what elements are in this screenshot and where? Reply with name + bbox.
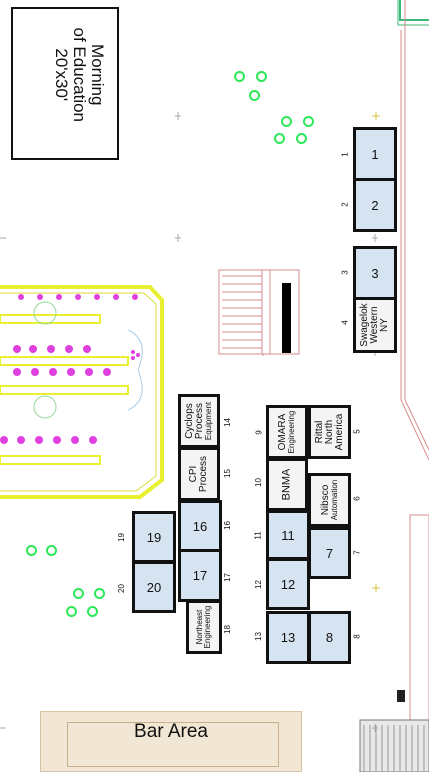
side-number-5: 5 — [352, 429, 362, 434]
bar-area-label: Bar Area — [134, 721, 208, 742]
table-circle — [46, 545, 57, 556]
booth-number: 19 — [146, 529, 162, 545]
booth-number: 11 — [281, 527, 295, 543]
side-number-3: 3 — [340, 270, 350, 275]
booth-13[interactable]: 13 — [266, 611, 310, 664]
side-number-2: 2 — [340, 202, 350, 207]
side-number-7: 7 — [352, 550, 362, 555]
booth-number: 16 — [192, 518, 208, 534]
side-number-11: 11 — [253, 531, 263, 540]
table-circle — [281, 116, 292, 127]
side-number-13: 13 — [253, 632, 263, 641]
bar-counter — [67, 722, 279, 767]
side-number-12: 12 — [253, 580, 263, 589]
side-number-14: 14 — [222, 418, 232, 427]
booth-number: 1 — [371, 146, 379, 162]
booth-number: 12 — [280, 576, 296, 592]
booth-19[interactable]: 19 — [132, 511, 176, 563]
side-number-4: 4 — [340, 320, 350, 325]
table-circle — [66, 606, 77, 617]
booth-2[interactable]: 2 — [353, 178, 397, 232]
side-number-1: 1 — [340, 152, 350, 157]
table-circle — [94, 588, 105, 599]
booth-16[interactable]: 16 — [178, 500, 222, 552]
side-number-8: 8 — [352, 634, 362, 639]
table-circle — [274, 133, 285, 144]
morning-of-education-label: Morning of Education 20'x30' — [52, 27, 107, 123]
booth-11[interactable]: 11 — [266, 510, 310, 560]
booth-10[interactable]: BNMA — [266, 458, 308, 511]
table-circle — [303, 116, 314, 127]
table-circle — [296, 133, 307, 144]
side-number-16: 16 — [222, 521, 232, 530]
booth-number: 2 — [371, 197, 379, 213]
table-circle — [256, 71, 267, 82]
booth-10-label: BNMA — [280, 468, 293, 501]
booth-number: 8 — [325, 630, 334, 645]
table-circle — [73, 588, 84, 599]
booth-17[interactable]: 17 — [178, 549, 222, 602]
side-number-15: 15 — [222, 469, 232, 478]
side-number-18: 18 — [222, 625, 232, 634]
table-circle — [234, 71, 245, 82]
side-number-17: 17 — [222, 573, 232, 582]
booth-number: 13 — [280, 630, 296, 645]
side-number-10: 10 — [253, 478, 263, 487]
side-number-20: 20 — [116, 584, 126, 593]
booth-7[interactable]: 7 — [308, 527, 351, 579]
booth-1[interactable]: 1 — [353, 127, 397, 181]
morning-of-education-area — [11, 7, 119, 160]
booth-8[interactable]: 8 — [308, 611, 351, 664]
side-number-19: 19 — [116, 533, 126, 542]
booth-12[interactable]: 12 — [266, 558, 310, 610]
table-circle — [249, 90, 260, 101]
side-number-9: 9 — [254, 430, 264, 435]
bar-area: Bar Area — [40, 711, 302, 772]
table-circle — [87, 606, 98, 617]
booth-number: 17 — [192, 568, 208, 583]
booth-number: 3 — [371, 265, 379, 281]
booth-number: 7 — [325, 545, 334, 561]
table-circle — [26, 545, 37, 556]
booth-20[interactable]: 20 — [132, 561, 176, 613]
side-number-6: 6 — [352, 496, 362, 501]
booth-3[interactable]: 3 — [353, 246, 397, 300]
booth-number: 20 — [146, 579, 162, 595]
